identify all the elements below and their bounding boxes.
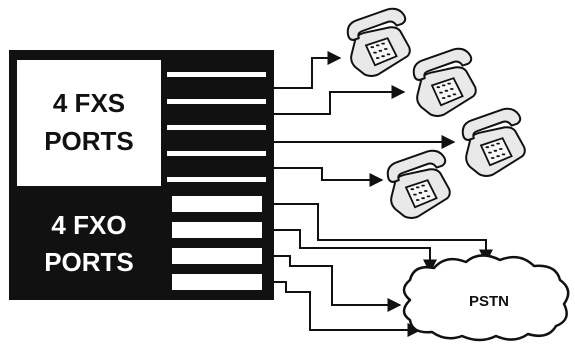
fxo-port-1 (172, 196, 262, 212)
fxs-port-3 (171, 132, 264, 149)
fxo-port-4 (172, 274, 262, 290)
fxo-port-2 (172, 222, 262, 238)
telephone-2-icon (414, 49, 476, 116)
pstn-label: PSTN (469, 293, 509, 310)
fxo-line-2 (264, 230, 430, 272)
fxs-port-2 (171, 106, 264, 123)
fxo-line-3 (264, 256, 400, 305)
fxs-port-4 (171, 158, 264, 175)
fxo-label-line1: 4 FXO (51, 210, 126, 240)
fxo-line-1 (264, 204, 486, 262)
fxs-line-2 (274, 92, 404, 114)
telephone-3-icon (463, 109, 525, 176)
fxs-label-line2: PORTS (44, 126, 134, 156)
gateway-device: 4 FXS PORTS 4 FXO PORTS (9, 50, 274, 300)
fxs-port-1 (171, 80, 264, 97)
telephone-4-icon (388, 151, 450, 218)
fxs-line-1 (274, 58, 340, 88)
pstn-cloud: PSTN (404, 255, 568, 340)
fxs-label-line1: 4 FXS (53, 88, 125, 118)
fxs-ports (167, 72, 266, 182)
fxo-port-3 (172, 248, 262, 264)
fxs-line-4 (274, 168, 382, 180)
telephone-1-icon (348, 9, 410, 76)
fxo-label-line2: PORTS (44, 247, 134, 277)
fxs-label-panel (17, 60, 161, 186)
